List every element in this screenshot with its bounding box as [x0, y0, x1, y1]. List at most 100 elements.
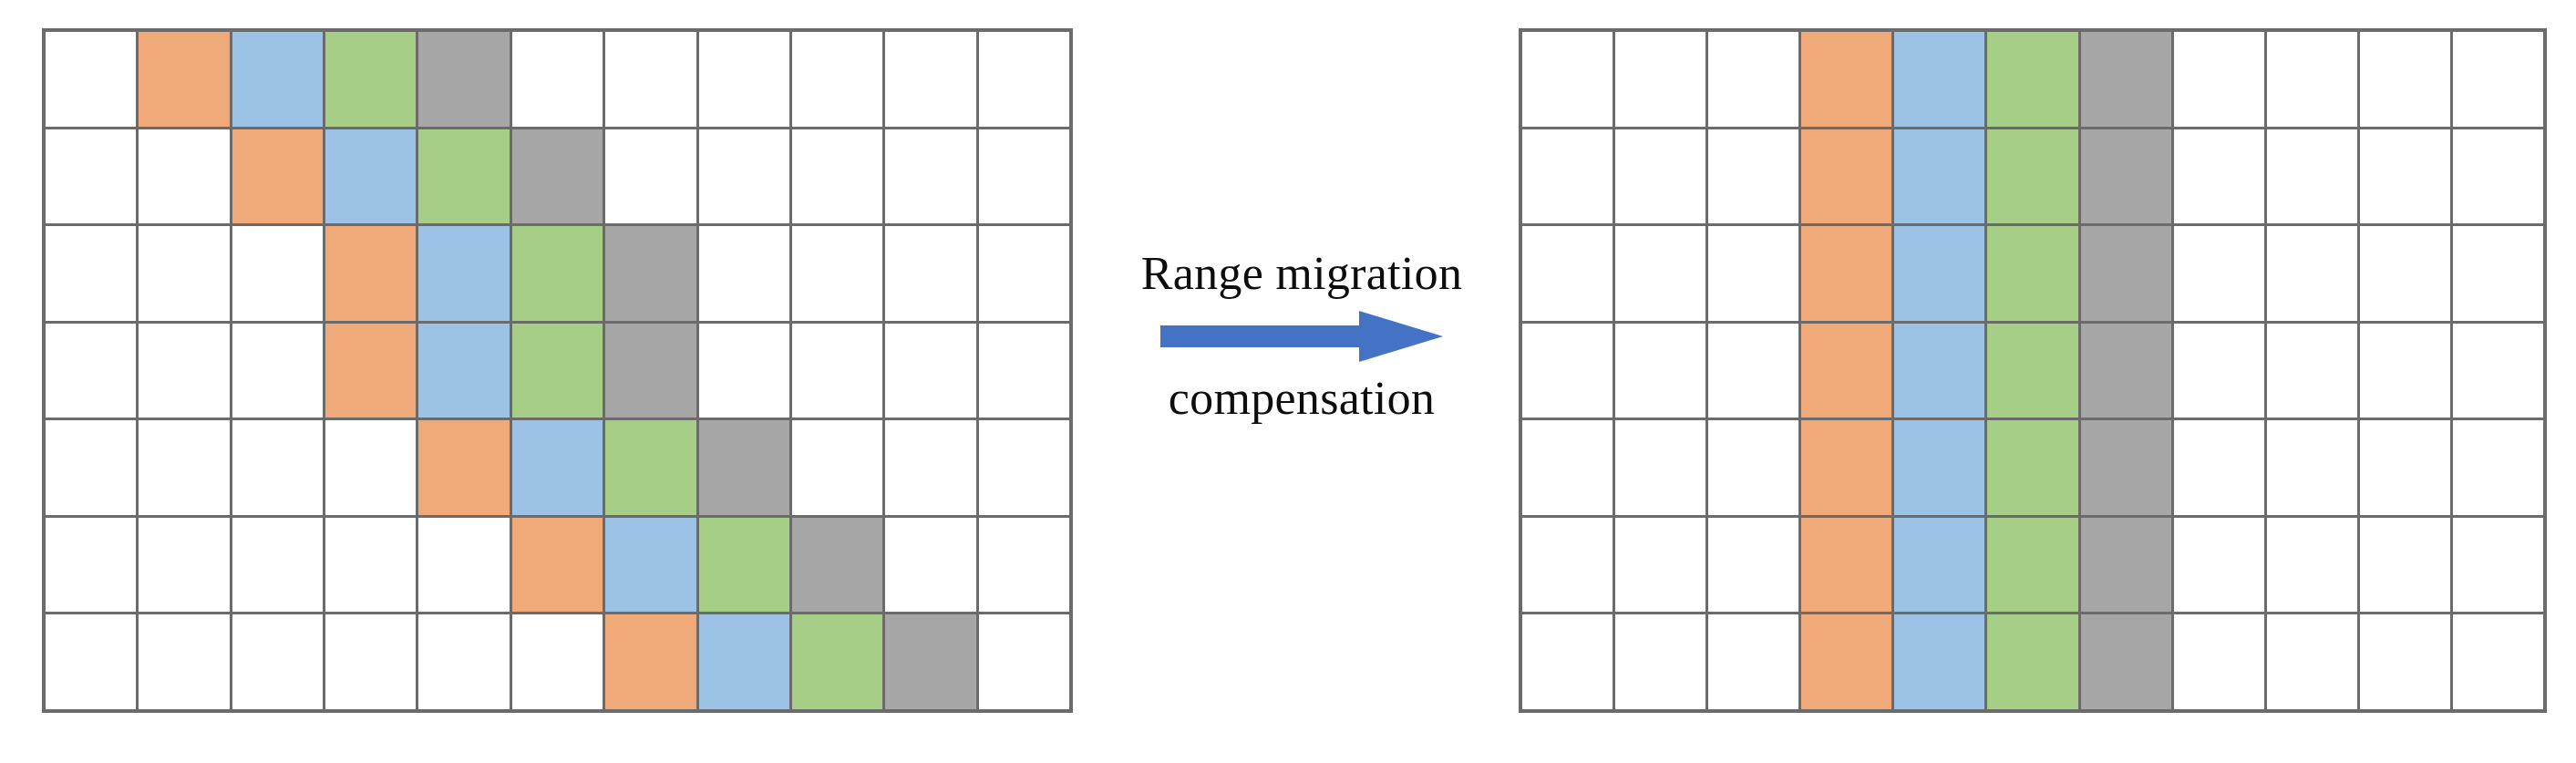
grid-cell: [511, 517, 603, 613]
grid-cell: [2266, 517, 2357, 613]
before-compensation-grid: [42, 28, 1073, 713]
grid-cell: [2266, 420, 2357, 515]
grid-cell: [1708, 517, 1799, 613]
grid-cell: [1894, 323, 1985, 418]
grid-cell: [885, 614, 976, 709]
grid-cell: [511, 420, 603, 515]
grid-cell: [978, 226, 1069, 321]
grid-cell: [1615, 420, 1706, 515]
grid-cell: [1987, 323, 2078, 418]
grid-cell: [139, 323, 230, 418]
grid-cell: [1522, 614, 1613, 709]
grid-cell: [511, 129, 603, 224]
grid-cell: [1987, 517, 2078, 613]
grid-cell: [2359, 226, 2450, 321]
grid-cell: [2359, 323, 2450, 418]
grid-cell: [791, 323, 883, 418]
grid-cell: [325, 129, 417, 224]
grid-cell: [2080, 517, 2171, 613]
grid-cell: [1894, 32, 1985, 127]
grid-cell: [1801, 420, 1892, 515]
grid-cell: [232, 614, 324, 709]
grid-cell: [1708, 614, 1799, 709]
grid-cell: [2359, 420, 2450, 515]
grid-cell: [325, 420, 417, 515]
grid-cell: [1894, 517, 1985, 613]
after-compensation-grid: [1519, 28, 2547, 713]
grid-cell: [1708, 129, 1799, 224]
grid-cell: [2359, 129, 2450, 224]
grid-cell: [1987, 129, 2078, 224]
grid-cell: [885, 129, 976, 224]
grid-cell: [46, 420, 137, 515]
grid-cell: [1522, 32, 1613, 127]
grid-cell: [46, 614, 137, 709]
grid-cell: [2266, 226, 2357, 321]
grid-cell: [232, 226, 324, 321]
grid-cell: [2173, 226, 2264, 321]
grid-cell: [2452, 129, 2543, 224]
grid-cell: [885, 517, 976, 613]
grid-cell: [46, 32, 137, 127]
grid-cell: [46, 517, 137, 613]
grid-cell: [1522, 517, 1613, 613]
grid-cell: [325, 517, 417, 613]
grid-cell: [1894, 129, 1985, 224]
grid-cell: [139, 226, 230, 321]
grid-cell: [418, 32, 510, 127]
grid-cell: [418, 420, 510, 515]
grid-cell: [418, 614, 510, 709]
grid-cell: [698, 129, 789, 224]
grid-cell: [605, 517, 696, 613]
annotation-group: Range migration compensation: [1101, 246, 1502, 428]
grid-cell: [698, 614, 789, 709]
grid-cell: [885, 226, 976, 321]
right-arrow-icon: [1160, 307, 1443, 366]
grid-cell: [1801, 323, 1892, 418]
grid-cell: [2452, 323, 2543, 418]
grid-cell: [511, 226, 603, 321]
grid-cell: [605, 323, 696, 418]
grid-cell: [978, 323, 1069, 418]
grid-cell: [1615, 517, 1706, 613]
grid-cell: [791, 420, 883, 515]
grid-cell: [1801, 129, 1892, 224]
grid-cell: [139, 420, 230, 515]
grid-cell: [1987, 226, 2078, 321]
grid-cell: [1801, 517, 1892, 613]
grid-cell: [1615, 323, 1706, 418]
grid-cell: [511, 32, 603, 127]
grid-cell: [2173, 32, 2264, 127]
grid-cell: [46, 323, 137, 418]
grid-cell: [1987, 614, 2078, 709]
grid-cell: [791, 517, 883, 613]
grid-cell: [1801, 226, 1892, 321]
grid-cell: [2266, 129, 2357, 224]
grid-cell: [1522, 226, 1613, 321]
grid-cell: [791, 129, 883, 224]
grid-cell: [2452, 226, 2543, 321]
grid-cell: [2359, 32, 2450, 127]
grid-cell: [2173, 129, 2264, 224]
grid-cell: [325, 614, 417, 709]
grid-cell: [2173, 614, 2264, 709]
grid-cell: [511, 614, 603, 709]
grid-cell: [418, 517, 510, 613]
grid-cell: [1708, 323, 1799, 418]
grid-cell: [2173, 517, 2264, 613]
grid-cell: [885, 32, 976, 127]
grid-cell: [2080, 323, 2171, 418]
grid-cell: [791, 614, 883, 709]
grid-cell: [791, 226, 883, 321]
grid-cell: [1615, 226, 1706, 321]
grid-cell: [1987, 420, 2078, 515]
grid-cell: [2452, 517, 2543, 613]
grid-cell: [325, 32, 417, 127]
grid-cell: [978, 32, 1069, 127]
grid-cell: [1522, 323, 1613, 418]
grid-cell: [885, 420, 976, 515]
grid-cell: [1615, 129, 1706, 224]
grid-cell: [2080, 129, 2171, 224]
grid-cell: [2452, 420, 2543, 515]
grid-cell: [698, 226, 789, 321]
